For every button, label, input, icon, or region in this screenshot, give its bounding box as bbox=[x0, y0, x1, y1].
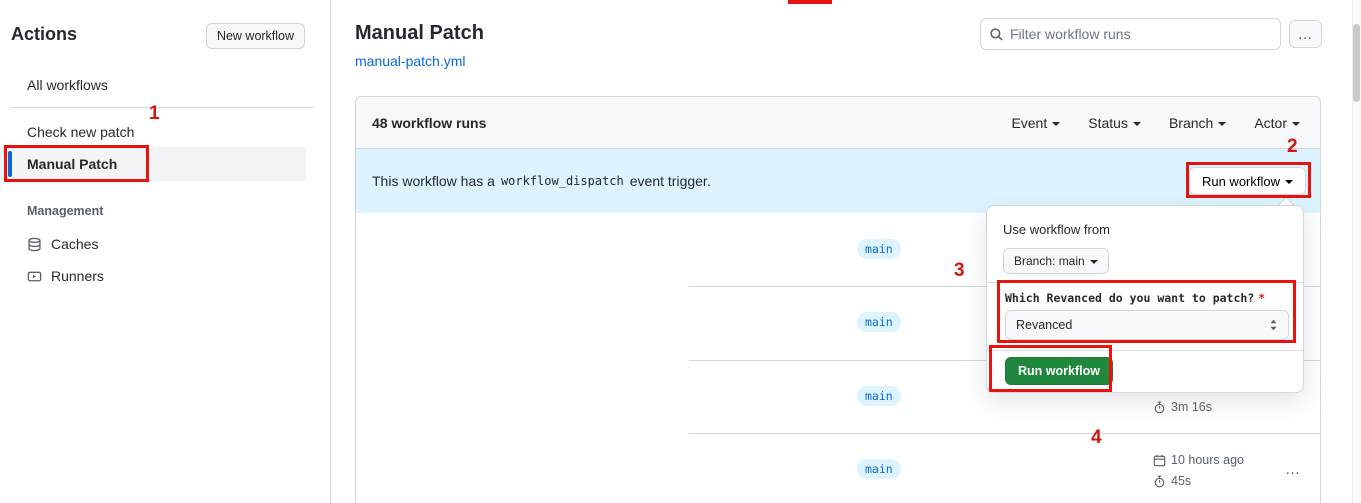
required-asterisk: * bbox=[1258, 291, 1266, 305]
workflow-dispatch-banner: This workflow has a workflow_dispatch ev… bbox=[356, 149, 1320, 213]
cache-icon bbox=[27, 237, 42, 252]
search-input[interactable] bbox=[1010, 26, 1272, 42]
run-date: 10 hours ago bbox=[1153, 453, 1244, 467]
filter-branch[interactable]: Branch bbox=[1169, 115, 1227, 131]
filter-status[interactable]: Status bbox=[1088, 115, 1141, 131]
row-divider bbox=[689, 433, 1320, 434]
use-workflow-from-label: Use workflow from bbox=[1003, 222, 1110, 237]
annotation-partial-box-top bbox=[788, 0, 832, 4]
popup-divider bbox=[987, 350, 1303, 351]
row-kebab-button[interactable]: … bbox=[1285, 460, 1301, 478]
branch-badge[interactable]: main bbox=[857, 312, 901, 332]
chevron-down-icon bbox=[1218, 121, 1227, 126]
sidebar-item-caches[interactable]: Caches bbox=[27, 236, 98, 252]
actions-sidebar-title: Actions bbox=[11, 24, 78, 44]
sidebar-item-all-workflows[interactable]: All workflows bbox=[27, 77, 108, 93]
scrollbar-thumb[interactable] bbox=[1353, 24, 1360, 102]
chevron-down-icon bbox=[1285, 180, 1293, 184]
scrollbar-track[interactable] bbox=[1352, 0, 1361, 503]
chevron-down-icon bbox=[1089, 260, 1098, 264]
run-workflow-dropdown-button[interactable]: Run workflow bbox=[1188, 167, 1306, 195]
new-workflow-button[interactable]: New workflow bbox=[206, 23, 305, 49]
sidebar-item-label: Caches bbox=[51, 236, 99, 252]
runners-icon bbox=[27, 269, 42, 284]
chevron-down-icon bbox=[1292, 121, 1300, 126]
filter-actor[interactable]: Actor bbox=[1254, 115, 1300, 131]
sidebar-main-divider bbox=[330, 0, 331, 503]
branch-badge[interactable]: main bbox=[857, 386, 901, 406]
search-icon bbox=[989, 27, 1004, 42]
workflow-file-link[interactable]: manual-patch.yml bbox=[355, 53, 466, 69]
branch-badge[interactable]: main bbox=[857, 459, 901, 479]
branch-badge[interactable]: main bbox=[857, 239, 901, 259]
table-row[interactable]: main 10 hours ago bbox=[356, 433, 1320, 503]
revanced-select[interactable]: Revanced bbox=[1005, 310, 1289, 340]
runs-count-label: 48 workflow runs bbox=[372, 114, 487, 131]
banner-text: This workflow has a workflow_dispatch ev… bbox=[372, 173, 711, 189]
sidebar-item-runners[interactable]: Runners bbox=[27, 268, 104, 284]
sidebar-item-manual-patch[interactable]: Manual Patch bbox=[0, 147, 306, 181]
run-duration: 3m 16s bbox=[1153, 400, 1212, 414]
stopwatch-icon bbox=[1153, 401, 1166, 414]
sidebar-divider bbox=[11, 107, 314, 108]
stopwatch-icon bbox=[1153, 475, 1166, 488]
sidebar-item-label: Runners bbox=[51, 268, 104, 284]
filter-event[interactable]: Event bbox=[1011, 115, 1061, 131]
select-arrows-icon bbox=[1269, 318, 1278, 332]
filter-workflow-runs-search[interactable] bbox=[980, 18, 1281, 50]
sidebar-item-check-new-patch[interactable]: Check new patch bbox=[27, 124, 135, 140]
header-kebab-button[interactable]: … bbox=[1289, 20, 1322, 48]
sidebar-item-label: Manual Patch bbox=[27, 156, 118, 172]
chevron-down-icon bbox=[1052, 121, 1061, 126]
chevron-down-icon bbox=[1132, 121, 1141, 126]
popup-divider bbox=[987, 282, 1303, 283]
revanced-input-label: Which Revanced do you want to patch?* bbox=[1005, 291, 1266, 305]
selected-accent-bar bbox=[8, 151, 12, 177]
runs-panel-header: 48 workflow runs Event Status Branch Act… bbox=[356, 97, 1320, 149]
run-workflow-popup: Use workflow from Branch: main Which Rev… bbox=[986, 205, 1304, 393]
run-duration: 45s bbox=[1153, 474, 1191, 488]
calendar-icon bbox=[1153, 454, 1166, 467]
page-title: Manual Patch bbox=[355, 22, 484, 44]
workflow-dispatch-code: workflow_dispatch bbox=[500, 174, 624, 188]
runs-filters: Event Status Branch Actor bbox=[1011, 115, 1300, 131]
management-section-title: Management bbox=[27, 204, 104, 218]
run-workflow-submit-button[interactable]: Run workflow bbox=[1005, 357, 1113, 385]
table-row[interactable]: main bbox=[356, 213, 1320, 286]
branch-selector-button[interactable]: Branch: main bbox=[1003, 248, 1109, 274]
